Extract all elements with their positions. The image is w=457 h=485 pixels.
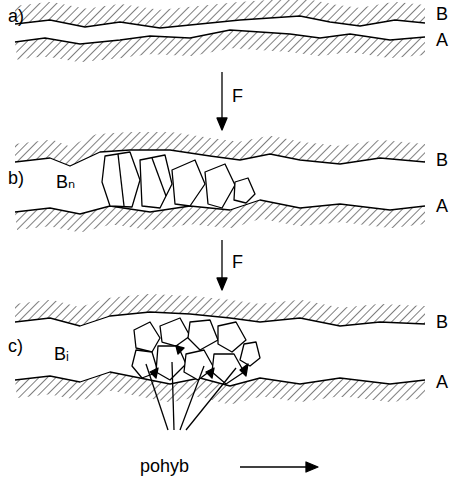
surface-label: A	[436, 372, 448, 392]
surface-label: B	[436, 312, 448, 332]
force-label: F	[232, 86, 243, 106]
surface-label: B	[436, 4, 448, 24]
surface-label: B	[436, 150, 448, 170]
surface-label: A	[436, 30, 448, 50]
particle-label: Bᵢ	[54, 344, 69, 364]
panel-letter: c)	[8, 336, 23, 356]
panel-letter: a)	[8, 6, 24, 26]
force-label: F	[232, 252, 243, 272]
panel-letter: b)	[8, 168, 24, 188]
particle-label: Bₙ	[56, 172, 75, 192]
motion-label: pohyb	[140, 456, 189, 476]
surface-label: A	[436, 196, 448, 216]
